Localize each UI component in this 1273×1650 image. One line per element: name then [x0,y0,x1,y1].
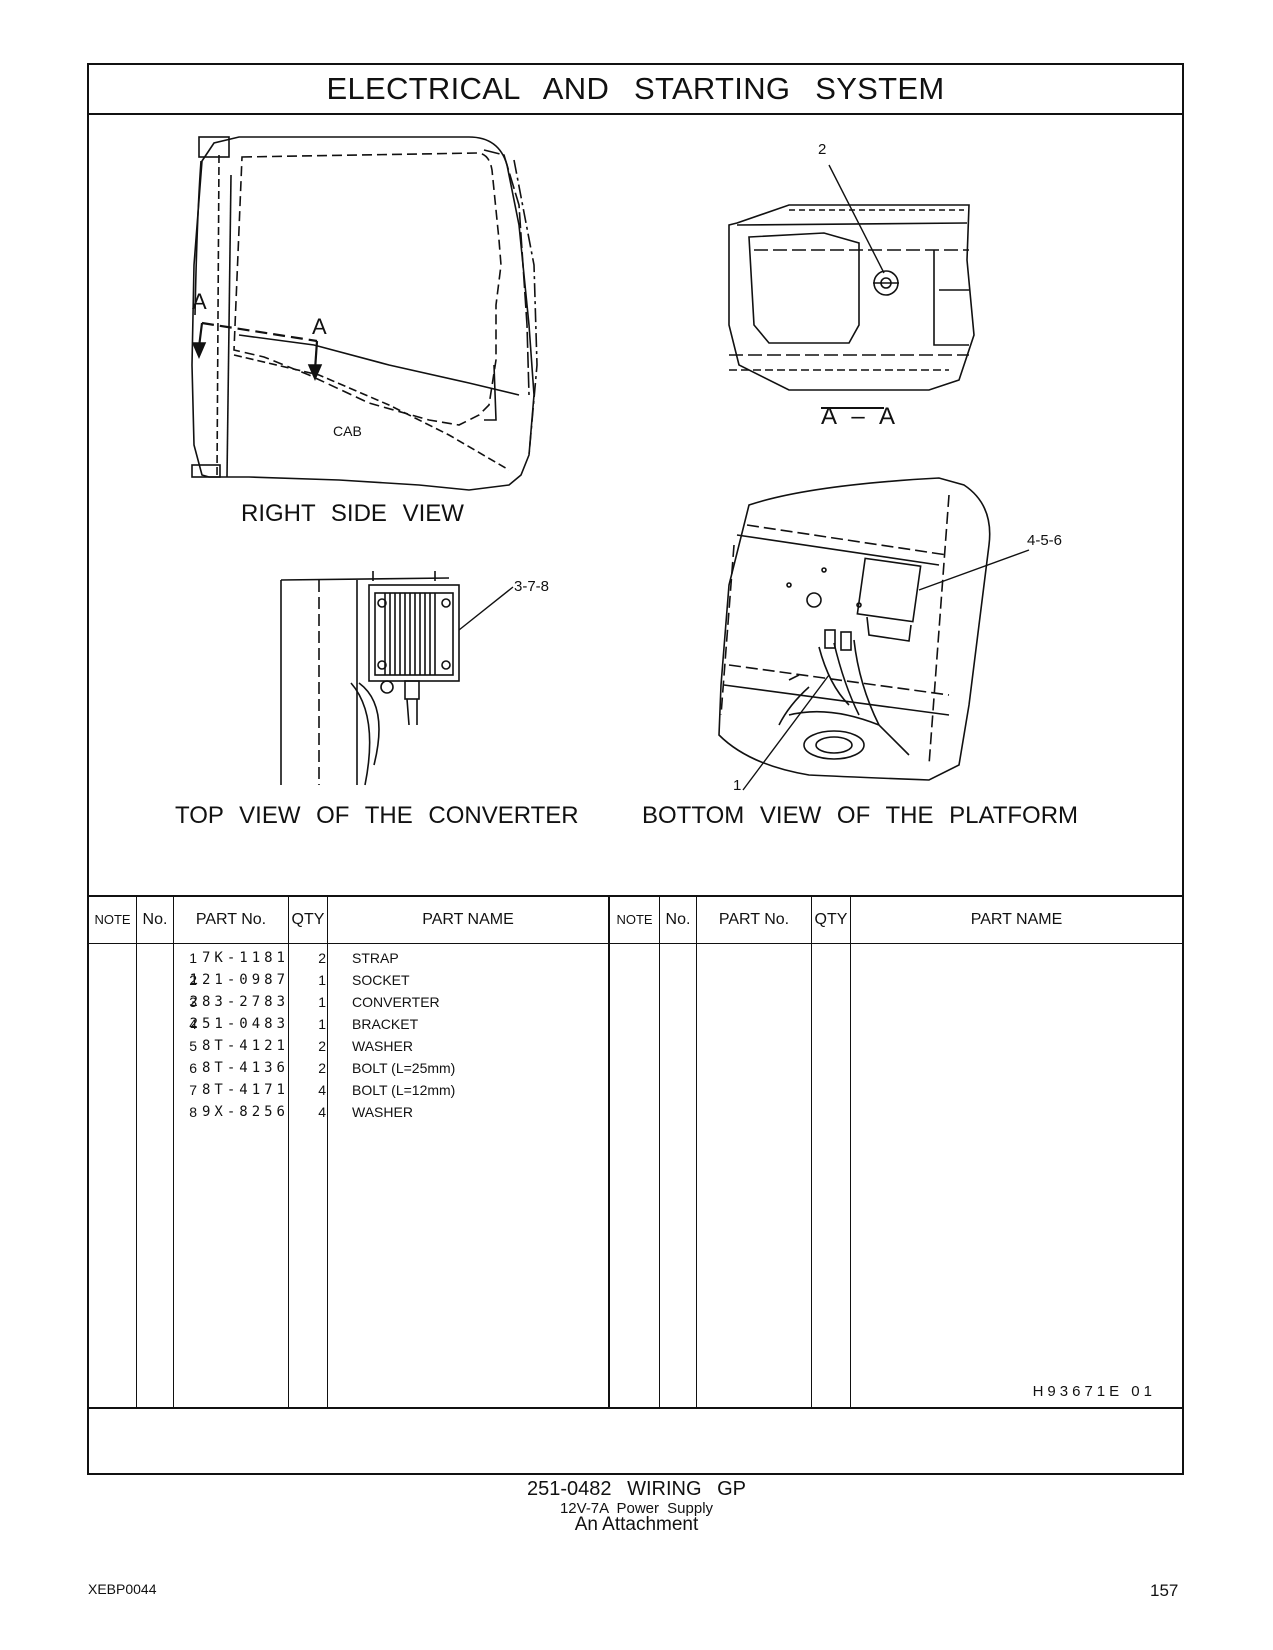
part-number: 251-0483 [189,1016,289,1032]
part-name: BOLT (L=12mm) [352,1082,456,1098]
header-no: No. [142,911,168,928]
part-number: 121-0987 [189,972,289,988]
col-divider [288,897,289,1407]
section-arrow-label-left: A [192,289,207,314]
part-name: WASHER [352,1038,413,1054]
header-part-no-right: PART No. [718,911,790,928]
parts-page-frame: ELECTRICAL AND STARTING SYSTEM [87,63,1184,1475]
group-type: An Attachment [574,1514,699,1535]
item-number: 2 [189,972,197,988]
header-qty-right: QTY [814,911,848,928]
quantity: 2 [318,1060,326,1076]
platform-drawing [718,477,1030,791]
item-number: 5 [189,1038,197,1054]
header-no-right: No. [665,911,691,928]
group-title: 251-0482 WIRING GP [527,1478,746,1500]
part-number: 8T-4136 [201,1060,289,1076]
col-divider [850,897,851,1407]
quantity: 2 [318,950,326,966]
parts-table: NOTE No. PART No. QTY PART NAME NOTE No.… [89,895,1182,1409]
part-name: WASHER [352,1104,413,1120]
col-divider [696,897,697,1407]
header-divider [89,943,1182,944]
cab-drawing [191,136,538,491]
item-number: 7 [189,1082,197,1098]
col-divider [173,897,174,1407]
part-name: STRAP [352,950,399,966]
section-aa-drawing [728,164,975,409]
header-note: NOTE [94,912,131,927]
illustration-code: H93671E 01 [1032,1383,1156,1400]
page-title: ELECTRICAL AND STARTING SYSTEM [89,65,1182,115]
part-name: BOLT (L=25mm) [352,1060,456,1076]
quantity: 2 [318,1038,326,1054]
table-center-divider [608,897,610,1407]
header-part-name-right: PART NAME [970,911,1063,928]
callout-1: 1 [733,777,742,794]
bottom-view-platform-label: BOTTOM VIEW OF THE PLATFORM [642,802,1079,829]
item-number: 8 [189,1104,197,1120]
col-divider [811,897,812,1407]
item-number: 4 [189,1016,197,1032]
part-number: 283-2783 [189,994,289,1010]
part-number: 9X-8256 [201,1104,289,1120]
callout-3-7-8: 3-7-8 [514,578,550,595]
part-number: 8T-4171 [201,1082,289,1098]
part-number: 8T-4121 [201,1038,289,1054]
header-part-no: PART No. [195,911,267,928]
callout-4-5-6: 4-5-6 [1027,532,1063,549]
converter-drawing [280,571,514,786]
quantity: 1 [318,994,326,1010]
header-note-right: NOTE [616,912,653,927]
callout-2: 2 [818,141,827,158]
quantity: 4 [318,1104,326,1120]
section-arrow-label-right: A [312,314,327,339]
part-number: 7K-1181 [201,950,289,966]
quantity: 4 [318,1082,326,1098]
header-part-name: PART NAME [422,911,514,928]
document-id: XEBP0044 [88,1581,157,1597]
page-number: 157 [1150,1581,1179,1600]
right-side-view-label: RIGHT SIDE VIEW [241,500,464,527]
section-aa-label: A – A [821,403,896,430]
top-view-converter-label: TOP VIEW OF THE CONVERTER [175,802,579,829]
item-number: 6 [189,1060,197,1076]
group-description: 12V-7A Power Supply [559,1500,714,1517]
cab-label: CAB [333,423,362,439]
part-name: BRACKET [352,1016,419,1032]
item-number: 3 [189,994,197,1010]
part-name: CONVERTER [352,994,440,1010]
header-qty: QTY [291,911,325,928]
illustration-area [191,136,1030,791]
quantity: 1 [318,972,326,988]
col-divider [659,897,660,1407]
item-number: 1 [189,950,197,966]
quantity: 1 [318,1016,326,1032]
part-name: SOCKET [352,972,410,988]
col-divider [327,897,328,1407]
col-divider [136,897,137,1407]
